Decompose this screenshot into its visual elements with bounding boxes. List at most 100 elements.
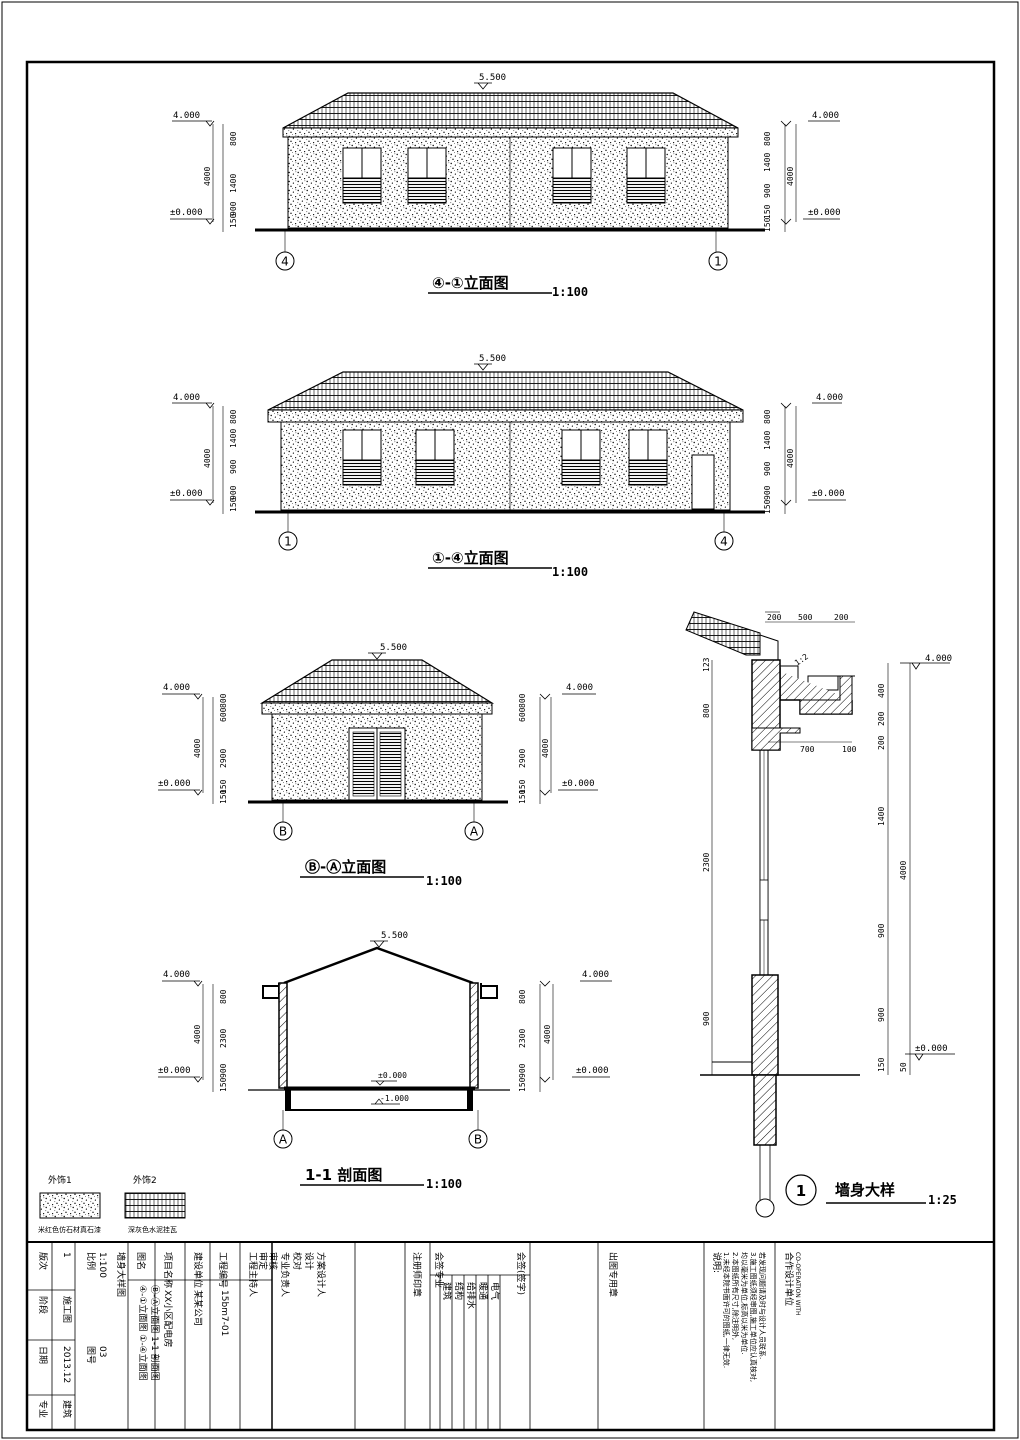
dim-right-2: 1400 (763, 153, 772, 172)
dim-left-3: 900 (229, 459, 238, 474)
detail-index: 1 (796, 1182, 806, 1200)
tb-role-0: 工程主持人 (247, 1252, 259, 1297)
tb-sheet-label: 图号 (85, 1346, 96, 1364)
tb-cosign-1: 结构 (453, 1282, 465, 1300)
roof (267, 371, 744, 411)
tb-cosign-3: 暖通 (477, 1282, 489, 1300)
tb-cosign-0: 建筑 (441, 1282, 453, 1300)
right-dim-8: 50 (899, 1062, 908, 1072)
dim-right-4: 150 (518, 1077, 527, 1092)
tb-firm-en: CO-OPERATION WITH (794, 1252, 801, 1316)
drawing-title: 1-1 剖面图 (305, 1166, 382, 1184)
tb-cosign-label: 会签专业 (433, 1252, 445, 1288)
tb-version-label: 版次 (37, 1252, 49, 1270)
dim-left-2: 900 (229, 201, 238, 216)
ground-elevation-right: ±0.000 (576, 1066, 609, 1076)
drawing-title: ④-①立面图 (432, 274, 509, 292)
left-dim-1: 123 (702, 657, 711, 672)
right-dim-total: 4000 (899, 861, 908, 880)
ridge-elevation: 5.500 (381, 931, 408, 941)
cornice (267, 409, 744, 423)
right-dim-4: 1400 (877, 807, 886, 826)
right-dim-5: 900 (877, 923, 886, 938)
axis-bubble-left (273, 1129, 293, 1149)
tb-role-5: 设计 (303, 1252, 315, 1270)
tb-project-no-label: 工程编号 (217, 1252, 229, 1288)
top-dim-3: 200 (834, 613, 849, 622)
legend-swatch-2 (124, 1192, 186, 1219)
eave-elevation-left: 4.000 (173, 393, 200, 403)
cornice (261, 702, 493, 715)
floor-elevation: ±0.000 (378, 1071, 407, 1080)
tb-cosign-4: 电气 (489, 1282, 501, 1300)
dim-right-1: 800 (763, 131, 772, 146)
dim-700: 700 (800, 745, 815, 754)
drawing-scale: 1:100 (552, 565, 588, 579)
tb-note-3: 3.施工图纸须经审图,施工单位应认真核对, (749, 1252, 758, 1382)
elevation-1-4: 1 4 5.500 4.000 ±0.000 150 900 900 1400 … (170, 354, 846, 579)
finish-legend: 外饰1 米红色仿石材真石漆 外饰2 深灰色水泥挂瓦 (38, 1174, 186, 1234)
dim-right-5: 150 (763, 217, 772, 232)
windows (342, 147, 666, 204)
tb-stage: 施工图 (61, 1296, 73, 1323)
windows (342, 429, 668, 486)
axis-label-left: B (279, 825, 287, 839)
dim-right-total: 4000 (786, 167, 795, 186)
dim-right-total: 4000 (786, 449, 795, 468)
dim-left-total: 4000 (203, 167, 212, 186)
dim-left-total: 4000 (193, 739, 202, 758)
tb-client: 某某公司 (192, 1290, 203, 1326)
dim-left-2: 900 (229, 485, 238, 500)
drawing-title: 墙身大样 (835, 1181, 895, 1199)
dim-left-total: 4000 (193, 1025, 202, 1044)
cornice (282, 127, 739, 138)
tb-role-6: 方案设计人 (315, 1252, 327, 1297)
right-dim-2: 200 (877, 711, 886, 726)
tb-cosign-note: 会签(签字) (515, 1252, 527, 1295)
tb-note-0: 1.未经本院书面许可的图纸,一律无效. (722, 1252, 731, 1368)
axis-label-left: 4 (281, 255, 289, 269)
tb-notes-label: 说明: (711, 1252, 723, 1273)
wall-right (469, 982, 479, 1089)
right-dim-7: 150 (877, 1057, 886, 1072)
wall-below-window (751, 974, 779, 1076)
wall-detail: 200 500 200 1:2 700 100 123 800 2300 900… (685, 611, 957, 1218)
ground-elevation-right: ±0.000 (808, 208, 841, 218)
legend-swatch-1 (39, 1192, 101, 1219)
legend-label-2: 外饰2 (133, 1174, 157, 1186)
tb-stamp-out: 出图专用章 (607, 1252, 619, 1297)
side-door (691, 454, 715, 510)
roof-tiles (685, 611, 761, 656)
ground-elevation: ±0.000 (915, 1044, 948, 1054)
tb-date: 2013.12 (61, 1346, 71, 1383)
eave-elevation-left: 4.000 (163, 683, 190, 693)
left-dim-3: 2300 (702, 853, 711, 872)
ridge-elevation: 5.500 (479, 73, 506, 83)
tb-discipline-label: 专业 (37, 1400, 49, 1418)
tb-scale-label: 比例 (85, 1252, 97, 1270)
top-dim-1: 200 (767, 613, 782, 622)
tb-version: 1 (61, 1252, 71, 1258)
dim-right-2: 1400 (763, 431, 772, 450)
tb-drawing-name-2: Ⓑ-Ⓐ立面图 1-1 剖面图 (149, 1285, 161, 1381)
dim-right-total: 4000 (543, 1025, 552, 1044)
dim-left-2: 900 (219, 1063, 228, 1078)
title-block: 版次 1 阶段 施工图 日期 2013.12 专业 建筑 比例 1:100 图号… (27, 1241, 994, 1430)
dim-right-4: 900 (763, 485, 772, 500)
tb-date-label: 日期 (37, 1346, 48, 1364)
axis-bubble-right (714, 531, 734, 551)
elevation-4-1: 4 1 5.500 4.000 ±0.000 150 900 1400 800 … (170, 73, 841, 299)
dim-left-3: 2300 (219, 1029, 228, 1048)
dim-right-3: 900 (763, 183, 772, 198)
dim-left-total: 4000 (203, 449, 212, 468)
roof (282, 92, 739, 129)
ground-elevation-right: ±0.000 (812, 489, 845, 499)
ground-elevation-left: ±0.000 (170, 208, 203, 218)
drawing-scale: 1:100 (426, 1177, 462, 1191)
dim-left-1: 150 (219, 1077, 228, 1092)
axis-label-right: A (470, 825, 479, 839)
dim-left-3: 1400 (229, 174, 238, 193)
tb-role-3: 专业负责人 (279, 1252, 291, 1297)
